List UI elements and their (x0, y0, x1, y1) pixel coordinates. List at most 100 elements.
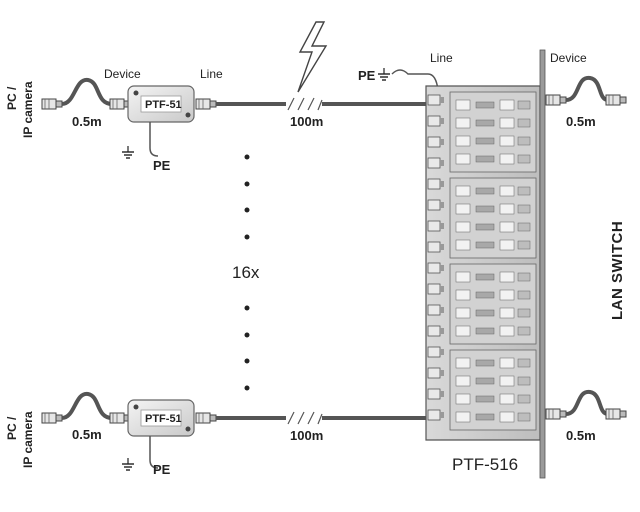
panel-line-port (427, 115, 441, 127)
panel-modules (427, 91, 537, 431)
module-component (499, 393, 515, 405)
long-cable-length-bottom: 100m (290, 428, 323, 443)
module-component (455, 357, 471, 369)
ellipsis-dots (244, 154, 250, 391)
module-component (455, 203, 471, 215)
panel-port-tab (440, 307, 444, 313)
panel-port-tab (440, 118, 444, 124)
module-component (499, 117, 515, 129)
switch-patch-cable-bottom (565, 390, 609, 416)
module-component (499, 203, 515, 215)
module-component (517, 376, 531, 386)
panel-line-port (427, 388, 441, 400)
module-component (455, 307, 471, 319)
rj45-plug-icon (41, 98, 63, 110)
module-component (499, 271, 515, 283)
module-component (517, 222, 531, 232)
module-component (475, 413, 495, 421)
panel-line-port (427, 178, 441, 190)
ground-icon (377, 67, 391, 81)
pe-label-bottom: PE (153, 462, 171, 477)
module-component (455, 411, 471, 423)
panel-port-tab (440, 181, 444, 187)
panel-pe-label: PE (358, 68, 376, 83)
ptf-516-panel (425, 49, 546, 479)
module-component (475, 377, 495, 385)
module-component (455, 153, 471, 165)
module-component (455, 185, 471, 197)
rj45-plug-icon (605, 94, 627, 106)
module-component (499, 99, 515, 111)
cable-break-bottom (286, 411, 323, 425)
module-component (475, 187, 495, 195)
module-component (455, 393, 471, 405)
module-component (499, 411, 515, 423)
panel-port-tab (440, 349, 444, 355)
module-component (517, 272, 531, 282)
module-component (475, 155, 495, 163)
module-component (475, 359, 495, 367)
panel-line-port (427, 325, 441, 337)
panel-line-port (427, 304, 441, 316)
module-component (499, 289, 515, 301)
ground-icon (121, 457, 135, 471)
module-component (475, 101, 495, 109)
module-component (517, 154, 531, 164)
pe-wire-top (149, 122, 159, 157)
panel-port-tab (440, 202, 444, 208)
module-component (475, 327, 495, 335)
pc-label-bottom: PC / (5, 416, 19, 440)
panel-port-tab (440, 97, 444, 103)
panel-port-tab (440, 412, 444, 418)
panel-port-tab (440, 286, 444, 292)
module-component (517, 204, 531, 214)
module-component (455, 325, 471, 337)
module-component (499, 307, 515, 319)
panel-port-tab (440, 370, 444, 376)
module-component (455, 135, 471, 147)
rj45-plug-icon (545, 94, 567, 106)
panel-line-port (427, 346, 441, 358)
module-component (475, 241, 495, 249)
lightning-icon (297, 21, 328, 93)
lan-switch-label: LAN SWITCH (609, 221, 626, 320)
module-component (499, 375, 515, 387)
switch-cable-length-bottom: 0.5m (566, 428, 596, 443)
cable-break-top (286, 97, 323, 111)
rj45-plug-icon (545, 408, 567, 420)
count-label: 16x (232, 263, 260, 282)
panel-port-tab (440, 160, 444, 166)
panel-line-port (427, 199, 441, 211)
panel-name: PTF-516 (452, 455, 518, 474)
short-patch-cable-top (61, 78, 113, 106)
switch-patch-cable-top (565, 76, 609, 102)
module-component (455, 375, 471, 387)
long-cable-length-top: 100m (290, 114, 323, 129)
short-cable-length-top: 0.5m (72, 114, 102, 129)
ptf-51-protector-top: PTF-51 (127, 85, 195, 123)
module-component (517, 100, 531, 110)
module-component (455, 271, 471, 283)
module-component (517, 136, 531, 146)
line-label-top: Line (200, 67, 223, 81)
short-patch-cable-bottom (61, 392, 113, 420)
module-component (499, 153, 515, 165)
module-component (499, 325, 515, 337)
module-component (455, 117, 471, 129)
panel-line-port (427, 157, 441, 169)
module-component (517, 412, 531, 422)
pc-label-top-2: IP camera (21, 81, 35, 138)
module-component (499, 185, 515, 197)
module-component (499, 357, 515, 369)
module-component (475, 205, 495, 213)
module-component (517, 394, 531, 404)
panel-port-tab (440, 391, 444, 397)
rj45-plug-icon (109, 412, 131, 424)
module-component (455, 221, 471, 233)
module-component (517, 118, 531, 128)
pe-label-top: PE (153, 158, 171, 173)
rj45-plug-icon (109, 98, 131, 110)
module-component (517, 240, 531, 250)
switch-cable-length-top: 0.5m (566, 114, 596, 129)
panel-port-tab (440, 328, 444, 334)
